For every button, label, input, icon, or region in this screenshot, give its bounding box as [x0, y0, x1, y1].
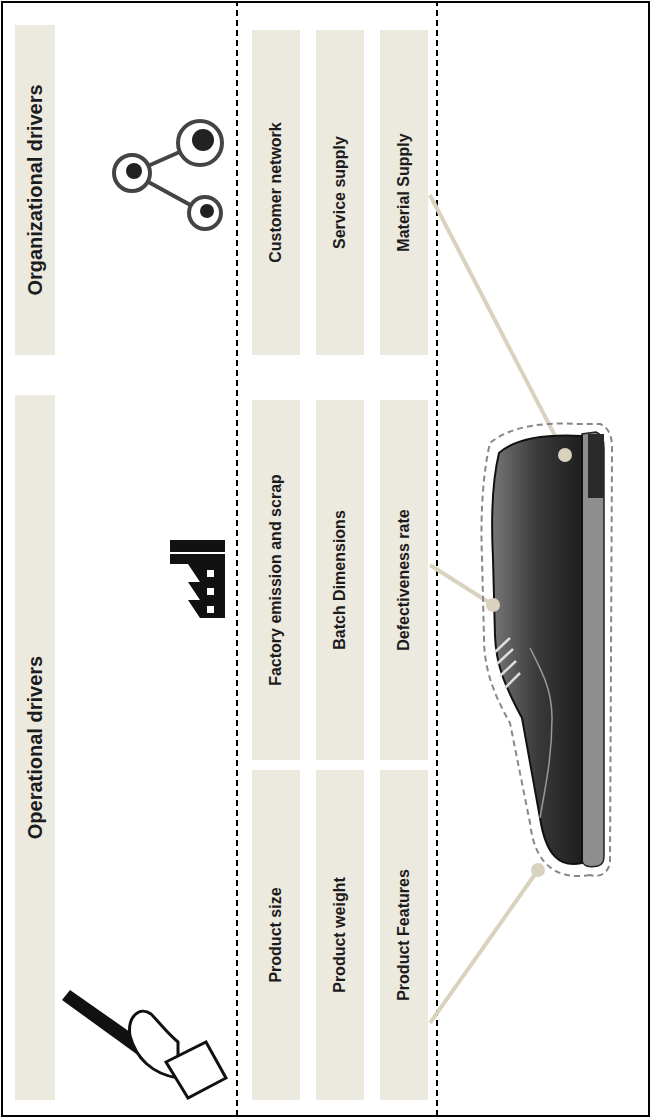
leader-dot	[558, 448, 572, 462]
node-label: Operational drivers	[24, 656, 46, 839]
node-dot	[200, 204, 214, 218]
node-label: Material Supply	[395, 133, 413, 251]
dashed-divider	[236, 2, 238, 1116]
driver-box: Service supply	[316, 30, 364, 355]
driver-box: Material Supply	[380, 30, 428, 355]
node-dot	[192, 129, 214, 151]
node-dot	[126, 163, 142, 179]
dashed-divider	[436, 2, 438, 1116]
node-label: Organizational drivers	[24, 84, 46, 295]
node-label: Batch Dimensions	[331, 510, 349, 650]
node-label: Product Features	[395, 869, 413, 1001]
leader-dot	[486, 598, 500, 612]
driver-box: Product size	[252, 770, 300, 1100]
node-label: Factory emission and scrap	[267, 474, 285, 686]
node-label: Product weight	[331, 877, 349, 993]
leader-dot	[531, 863, 545, 877]
node-circle	[178, 121, 222, 165]
shoe-seam	[530, 648, 552, 818]
shoe-laces	[495, 638, 520, 688]
cuff	[166, 1042, 226, 1098]
network-icon	[114, 121, 222, 229]
node-circle	[114, 155, 150, 191]
driver-box: Product weight	[316, 770, 364, 1100]
leader-line	[430, 195, 565, 455]
driver-box: Batch Dimensions	[316, 400, 364, 760]
shoe-sole	[582, 432, 604, 867]
shoe-heel	[588, 434, 604, 498]
window	[207, 606, 214, 613]
window	[207, 588, 214, 595]
shoe-upper	[492, 436, 582, 865]
header-band: Organizational drivers	[15, 25, 55, 355]
hand-pen-icon	[62, 990, 226, 1098]
leader-line	[430, 870, 538, 1023]
shoe-illustration	[481, 424, 612, 877]
window	[207, 570, 214, 577]
factory	[170, 540, 225, 618]
node-label: Customer network	[267, 122, 285, 262]
node-label: Defectiveness rate	[395, 509, 413, 650]
driver-box: Customer network	[252, 30, 300, 355]
factory-icon	[170, 540, 225, 618]
driver-box: Product Features	[380, 770, 428, 1100]
driver-box: Defectiveness rate	[380, 400, 428, 760]
node-label: Product size	[267, 887, 285, 982]
node-circle	[189, 197, 221, 229]
node-label: Service supply	[331, 136, 349, 249]
dashed-outline	[481, 424, 612, 877]
driver-box: Factory emission and scrap	[252, 400, 300, 760]
header-band: Operational drivers	[15, 395, 55, 1100]
